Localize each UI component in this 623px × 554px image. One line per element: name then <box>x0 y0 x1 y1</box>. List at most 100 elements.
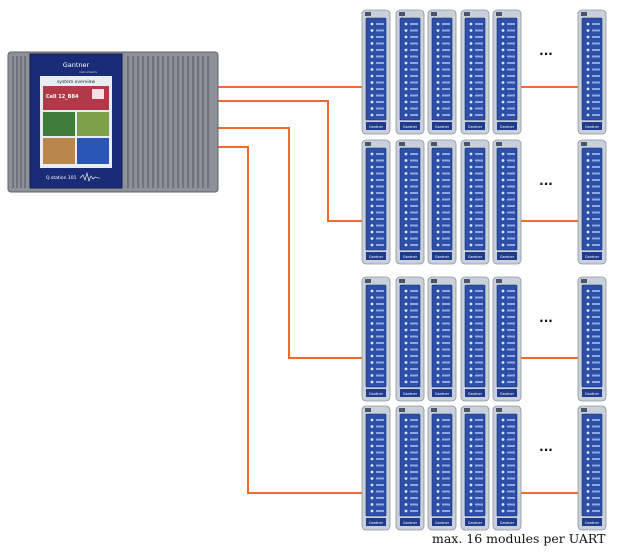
terminal <box>436 470 440 474</box>
terminal-slot <box>376 23 384 25</box>
terminal-slot <box>507 185 515 188</box>
terminal <box>586 374 590 377</box>
terminal-slot <box>376 211 384 214</box>
terminal-slot <box>442 419 450 421</box>
terminal <box>404 185 408 188</box>
terminal <box>469 322 473 325</box>
terminal-slot <box>410 198 418 201</box>
terminal-slot <box>507 49 515 51</box>
io-module: Gantner <box>361 9 391 135</box>
terminal <box>436 55 440 58</box>
terminal-slot <box>592 224 600 227</box>
terminal-slot <box>410 503 418 506</box>
terminal-slot <box>507 316 515 318</box>
module-label-plate <box>366 252 386 260</box>
terminal-slot <box>442 29 450 32</box>
terminal <box>436 61 440 65</box>
module-label-plate <box>432 122 452 130</box>
station-cooling-fins <box>12 56 210 188</box>
terminal <box>404 22 408 26</box>
terminal <box>370 367 374 371</box>
screen-tile-status <box>92 89 104 99</box>
terminal-slot <box>410 88 418 90</box>
io-module: Gantner <box>395 405 425 531</box>
terminal-slot <box>507 329 515 331</box>
terminal-slot <box>475 355 483 357</box>
terminal <box>370 348 374 351</box>
terminal-slot <box>410 368 418 370</box>
terminal-slot <box>475 192 483 194</box>
terminal <box>469 217 473 221</box>
terminal-slot <box>442 374 450 377</box>
terminal-slot <box>507 464 515 467</box>
terminal <box>436 100 440 104</box>
terminal-slot <box>592 490 600 493</box>
module-label-plate <box>582 122 602 130</box>
terminal <box>586 483 590 487</box>
terminal <box>370 444 374 448</box>
module-brand: Gantner <box>500 125 515 129</box>
terminal <box>469 68 473 71</box>
terminal <box>586 341 590 345</box>
terminal <box>436 81 440 84</box>
terminal <box>436 509 440 513</box>
terminal-slot <box>442 368 450 370</box>
terminal <box>586 431 590 435</box>
terminal-slot <box>410 62 418 64</box>
terminal <box>404 243 408 247</box>
terminal <box>469 302 473 306</box>
terminal <box>404 61 408 65</box>
terminal <box>370 477 374 480</box>
module-label-plate <box>366 518 386 526</box>
terminal <box>370 243 374 247</box>
module-label-plate <box>432 389 452 397</box>
more-modules-ellipsis: ... <box>539 44 553 58</box>
terminal-slot <box>442 471 450 473</box>
terminal <box>370 204 374 208</box>
terminal <box>469 470 473 474</box>
terminal-slot <box>475 490 483 493</box>
fin <box>12 56 14 188</box>
terminal <box>469 237 473 240</box>
terminal-slot <box>410 172 418 175</box>
terminal-slot <box>507 198 515 201</box>
terminal-slot <box>442 172 450 175</box>
terminal <box>501 309 505 312</box>
uart-line-3 <box>218 127 364 359</box>
module-brand: Gantner <box>585 255 600 259</box>
terminal <box>436 237 440 240</box>
terminal <box>501 237 505 240</box>
uart-line-2 <box>218 100 364 222</box>
io-module: Gantner <box>492 405 522 531</box>
terminal-slot <box>442 335 450 338</box>
terminal-slot <box>507 290 515 292</box>
terminal <box>370 191 374 195</box>
terminal <box>501 48 505 52</box>
terminal-slot <box>442 55 450 58</box>
terminal-slot <box>592 205 600 207</box>
terminal-slot <box>475 218 483 220</box>
terminal-slot <box>507 81 515 84</box>
more-modules-ellipsis: ... <box>539 174 553 188</box>
module-brand: Gantner <box>585 125 600 129</box>
terminal <box>501 503 505 506</box>
terminal-slot <box>592 445 600 447</box>
terminal-slot <box>475 464 483 467</box>
terminal-slot <box>442 211 450 214</box>
module-indicator <box>399 142 405 146</box>
terminal-slot <box>376 484 384 486</box>
fin <box>157 56 160 188</box>
terminal-slot <box>410 425 418 428</box>
terminal <box>404 431 408 435</box>
terminal-slot <box>410 355 418 357</box>
terminal <box>469 464 473 467</box>
terminal-slot <box>475 107 483 110</box>
terminal <box>469 328 473 332</box>
io-module: Gantner <box>577 9 607 135</box>
terminal-slot <box>410 484 418 486</box>
terminal <box>586 211 590 214</box>
module-indicator <box>496 12 502 16</box>
terminal <box>586 503 590 506</box>
terminal <box>586 328 590 332</box>
terminal <box>586 464 590 467</box>
